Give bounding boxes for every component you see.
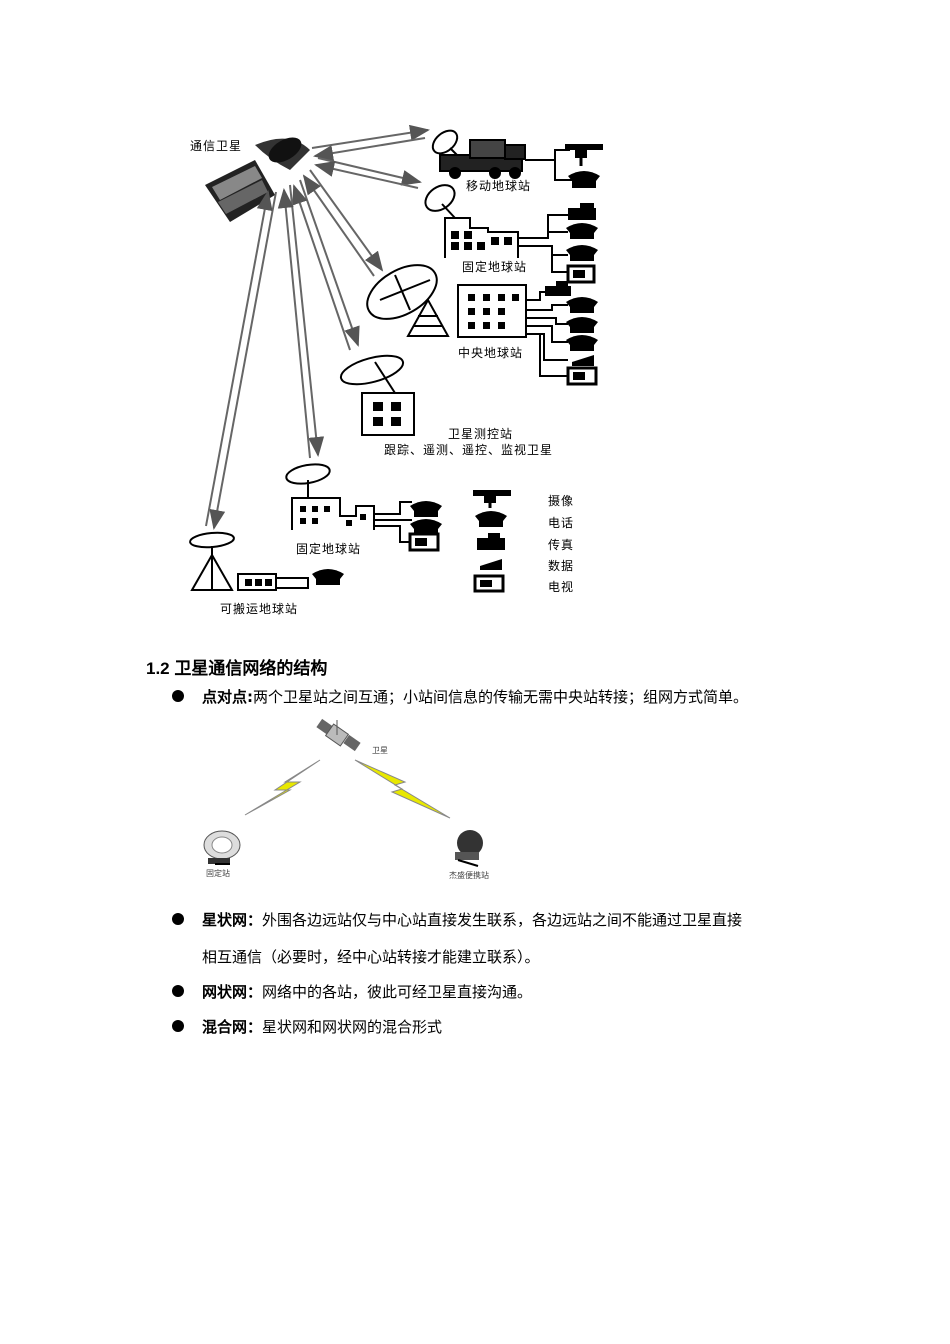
label-central-station: 中央地球站 [458,346,524,360]
label-control-station: 卫星测控站 [448,427,514,441]
bullet-item-mesh-network: 网状网：网络中的各站，彼此可经卫星直接沟通。 [202,981,532,1002]
bullet-dot-3 [172,985,184,997]
tv-icon-2 [566,366,598,386]
bullet-dot-1 [172,690,184,702]
fixed-station-2-icon [285,463,412,543]
bullet-term: 混合网： [202,1018,263,1036]
legend-camera-icon [473,490,511,508]
fixed-station-1-icon [424,184,568,273]
bullet-item-star-network-continued: 相互通信（必要时，经中心站转接才能建立联系）。 [202,948,540,966]
bullet-text: 外围各边远站仅与中心站直接发生联系，各边远站之间不能通过卫星直接 [262,911,743,929]
label-control-description: 跟踪、遥测、遥控、监视卫星 [384,443,554,457]
portable-station-icon [189,531,309,591]
signal-bolt-right [354,759,451,819]
signal-bolt-left [244,759,321,816]
telephone-icon-5 [566,317,598,333]
control-station-icon [339,354,415,436]
satellite-icon [316,718,361,752]
tv-icon-3 [408,532,440,552]
bullet-text: 两个卫星站之间互通；小站间信息的传输无需中央站转接；组网方式简单。 [253,688,749,706]
telephone-icon-7 [410,501,442,517]
bullet-item-hybrid-network: 混合网：星状网和网状网的混合形式 [202,1016,442,1037]
bullet-dot-4 [172,1020,184,1032]
telephone-icon-9 [312,569,344,585]
legend-fax-icon [477,533,505,550]
label-satellite-small: 卫星 [372,746,388,755]
bullet-text: 星状网和网状网的混合形式 [262,1018,443,1036]
camera-icon-1 [565,144,603,166]
fax-icon-1 [568,203,596,220]
legend-label-fax: 传真 [548,538,575,552]
legend-data-terminal-icon [480,559,502,570]
portable-station-dish-icon [455,830,483,867]
tv-icon-1 [566,264,596,284]
section-heading: 1.2 卫星通信网络的结构 [146,659,328,678]
telephone-icon-8 [410,519,442,535]
label-satellite: 通信卫星 [190,139,243,153]
figure1-drawing [189,124,603,593]
fax-icon-2 [545,281,571,296]
legend-label-telephone: 电话 [548,516,575,530]
bullet-dot-2 [172,913,184,925]
legend-label-data: 数据 [548,559,575,573]
telephone-icon-1 [568,171,600,188]
telephone-icon-3 [566,245,598,261]
legend-telephone-icon [475,511,507,527]
fixed-station-dish-icon [203,830,241,865]
label-portable-station: 可搬运地球站 [220,602,299,616]
telephone-icon-6 [566,335,598,351]
legend-tv-icon [473,574,505,593]
bullet-term: 网状网： [202,983,263,1001]
telephone-icon-2 [566,223,598,239]
legend-label-camera: 摄像 [548,494,575,508]
label-fixed-small: 固定站 [206,869,230,878]
label-fixed-station-1: 固定地球站 [462,260,528,274]
label-portable-small: 杰盛便携站 [449,871,489,880]
bullet-term: 星状网： [202,911,263,929]
bullet-item-point-to-point: 点对点:两个卫星站之间互通；小站间信息的传输无需中央站转接；组网方式简单。 [202,686,748,707]
telephone-icon-4 [566,297,598,313]
label-fixed-station-2: 固定地球站 [296,542,362,556]
legend-label-tv: 电视 [548,580,575,594]
bullet-term: 点对点: [202,688,253,706]
mobile-station-truck-icon [431,129,572,181]
bullet-item-star-network: 星状网：外围各边远站仅与中心站直接发生联系，各边远站之间不能通过卫星直接 [202,909,742,930]
label-mobile-station: 移动地球站 [466,179,532,193]
bullet-text: 网络中的各站，彼此可经卫星直接沟通。 [262,983,533,1001]
data-terminal-icon-1 [572,355,594,366]
communication-satellite-icon [205,137,310,222]
central-station-icon [366,264,568,377]
